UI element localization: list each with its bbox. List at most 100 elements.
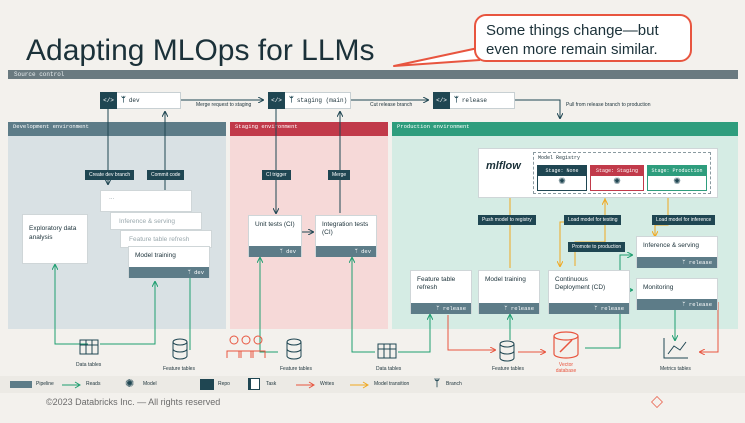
prod-inference-card[interactable]: Inference & serving ᛘ release (636, 236, 718, 268)
prod-environment-header: Production environment (392, 122, 738, 136)
repo-release-label: release (461, 97, 488, 104)
mlflow-logo: mlflow (486, 160, 521, 172)
prod-feature-refresh-card[interactable]: Feature table refresh ᛘ release (410, 270, 472, 314)
legend-model-transition: Model transition (374, 381, 410, 387)
repo-icon: </> (100, 92, 117, 109)
legend-task: Task (266, 381, 277, 387)
staging-environment-header: Staging environment (230, 122, 388, 136)
legend-writes: Writes (320, 381, 335, 387)
data-table-icon (79, 339, 99, 355)
dev-model-training-card[interactable]: Model training ᛘ dev (128, 246, 210, 278)
prod-branch-footer: ᛘ release (637, 299, 717, 310)
prod-model-training-card[interactable]: Model training ᛘ release (478, 270, 540, 314)
monitoring-branch: release (688, 301, 712, 308)
data-table-icon (377, 343, 397, 359)
branch-icon: ᛘ (504, 305, 511, 312)
unit-tests-branch: dev (286, 248, 296, 255)
feature-refresh-branch: release (442, 305, 466, 312)
callout-bubble: Some things change—but even more remain … (474, 14, 692, 62)
legend-branch: Branch (446, 381, 462, 387)
merge-request-label: Merge request to staging (196, 102, 252, 108)
model-registry-box (533, 152, 711, 194)
branch-icon: ᛘ (187, 269, 195, 276)
load-testing-tag: Load model for testing (564, 215, 622, 225)
legend-pipeline: Pipeline (36, 381, 54, 387)
repo-staging-label: staging (main) (296, 97, 348, 104)
create-dev-branch-tag: Create dev branch (85, 170, 135, 180)
branch-icon: ᛘ (354, 248, 362, 255)
promote-tag: Promote to production (568, 242, 626, 252)
integration-tests-label: Integration tests (CI) (322, 221, 369, 236)
commit-code-tag: Commit code (147, 170, 185, 180)
cd-branch: release (600, 305, 624, 312)
metrics-chart-icon (663, 338, 688, 359)
data-tables-label-2: Data tables (376, 366, 402, 372)
model-icon: ✺ (558, 176, 566, 186)
branch-icon: ᛘ (454, 96, 459, 105)
stage-production-label: Stage: Production (648, 166, 706, 176)
database-icon (172, 338, 188, 360)
repo-dev-label: dev (128, 97, 140, 104)
legend-bar (0, 376, 745, 393)
feature-tables-label-2: Feature tables (280, 366, 312, 372)
feature-tables-label-1: Feature tables (163, 366, 195, 372)
integration-branch-footer: ᛘ dev (316, 246, 376, 257)
merge-tag: Merge (328, 170, 351, 180)
legend-repo: Repo (218, 381, 230, 387)
monitoring-label: Monitoring (643, 284, 674, 291)
data-tables-label-1: Data tables (76, 362, 102, 368)
unit-tests-label: Unit tests (CI) (255, 221, 295, 228)
legend-reads: Reads (86, 381, 101, 387)
reads-arrow-icon (62, 381, 81, 389)
stage-production-card[interactable]: Stage: Production ✺ (647, 165, 707, 191)
transition-arrow-icon (350, 381, 369, 389)
repo-icon: </> (433, 92, 450, 109)
branch-icon: ᛘ (682, 301, 689, 308)
branch-icon: ᛘ (279, 248, 287, 255)
model-icon: ✺ (613, 176, 621, 186)
integration-branch: dev (361, 248, 371, 255)
stage-staging-label: Stage: Staging (591, 166, 643, 176)
continuous-deployment-card[interactable]: Continuous Deployment (CD) ᛘ release (548, 270, 630, 314)
ci-trigger-tag: CI trigger (262, 170, 291, 180)
dev-branch-footer: ᛘ dev (129, 267, 209, 278)
metrics-tables-label: Metrics tables (660, 366, 691, 372)
push-registry-tag: Push model to registry (478, 215, 536, 225)
unit-tests-card[interactable]: Unit tests (CI) ᛘ dev (248, 215, 302, 257)
vector-database-icon (553, 331, 579, 359)
repo-staging[interactable]: </> ᛘ staging (main) (268, 92, 351, 109)
data-store-icons (79, 331, 688, 362)
branch-legend-icon: ᛘ (434, 378, 440, 389)
database-icon (286, 338, 302, 360)
branch-icon: ᛘ (121, 96, 126, 105)
task-legend-icon (248, 378, 260, 390)
stage-staging-card[interactable]: Stage: Staging ✺ (590, 165, 644, 191)
prod-model-training-label: Model training (485, 276, 526, 283)
source-control-label: Source control (14, 71, 65, 78)
cut-release-label: Cut release branch (370, 102, 413, 108)
dev-environment-header: Development environment (8, 122, 226, 136)
model-icon: ✺ (673, 176, 681, 186)
footer-copyright: ©2023 Databricks Inc. — All rights reser… (46, 397, 221, 407)
prod-inference-label: Inference & serving (643, 242, 700, 249)
dev-inference-card[interactable]: Inference & serving (110, 212, 202, 230)
integration-tests-card[interactable]: Integration tests (CI) ᛘ dev (315, 215, 377, 257)
prod-branch-footer: ᛘ release (479, 303, 539, 314)
pull-release-label: Pull from release branch to production (566, 102, 651, 108)
dev-model-training-label: Model training (135, 252, 176, 259)
repo-icon: </> (268, 92, 285, 109)
stage-none-card[interactable]: Stage: None ✺ (537, 165, 587, 191)
repo-legend-icon (200, 379, 214, 390)
monitoring-card[interactable]: Monitoring ᛘ release (636, 278, 718, 310)
repo-dev[interactable]: </> ᛘ dev (100, 92, 181, 109)
vector-database-label: Vector database (555, 362, 577, 374)
repo-release[interactable]: </> ᛘ release (433, 92, 515, 109)
legend-model: Model (143, 381, 157, 387)
prod-branch-footer: ᛘ release (411, 303, 471, 314)
database-icon (499, 340, 515, 362)
prod-branch-footer: ᛘ release (549, 303, 629, 314)
model-training-branch: release (510, 305, 534, 312)
stage-none-label: Stage: None (538, 166, 586, 176)
exploratory-data-analysis-card[interactable]: Exploratory data analysis (22, 214, 88, 264)
source-control-band (8, 70, 738, 79)
